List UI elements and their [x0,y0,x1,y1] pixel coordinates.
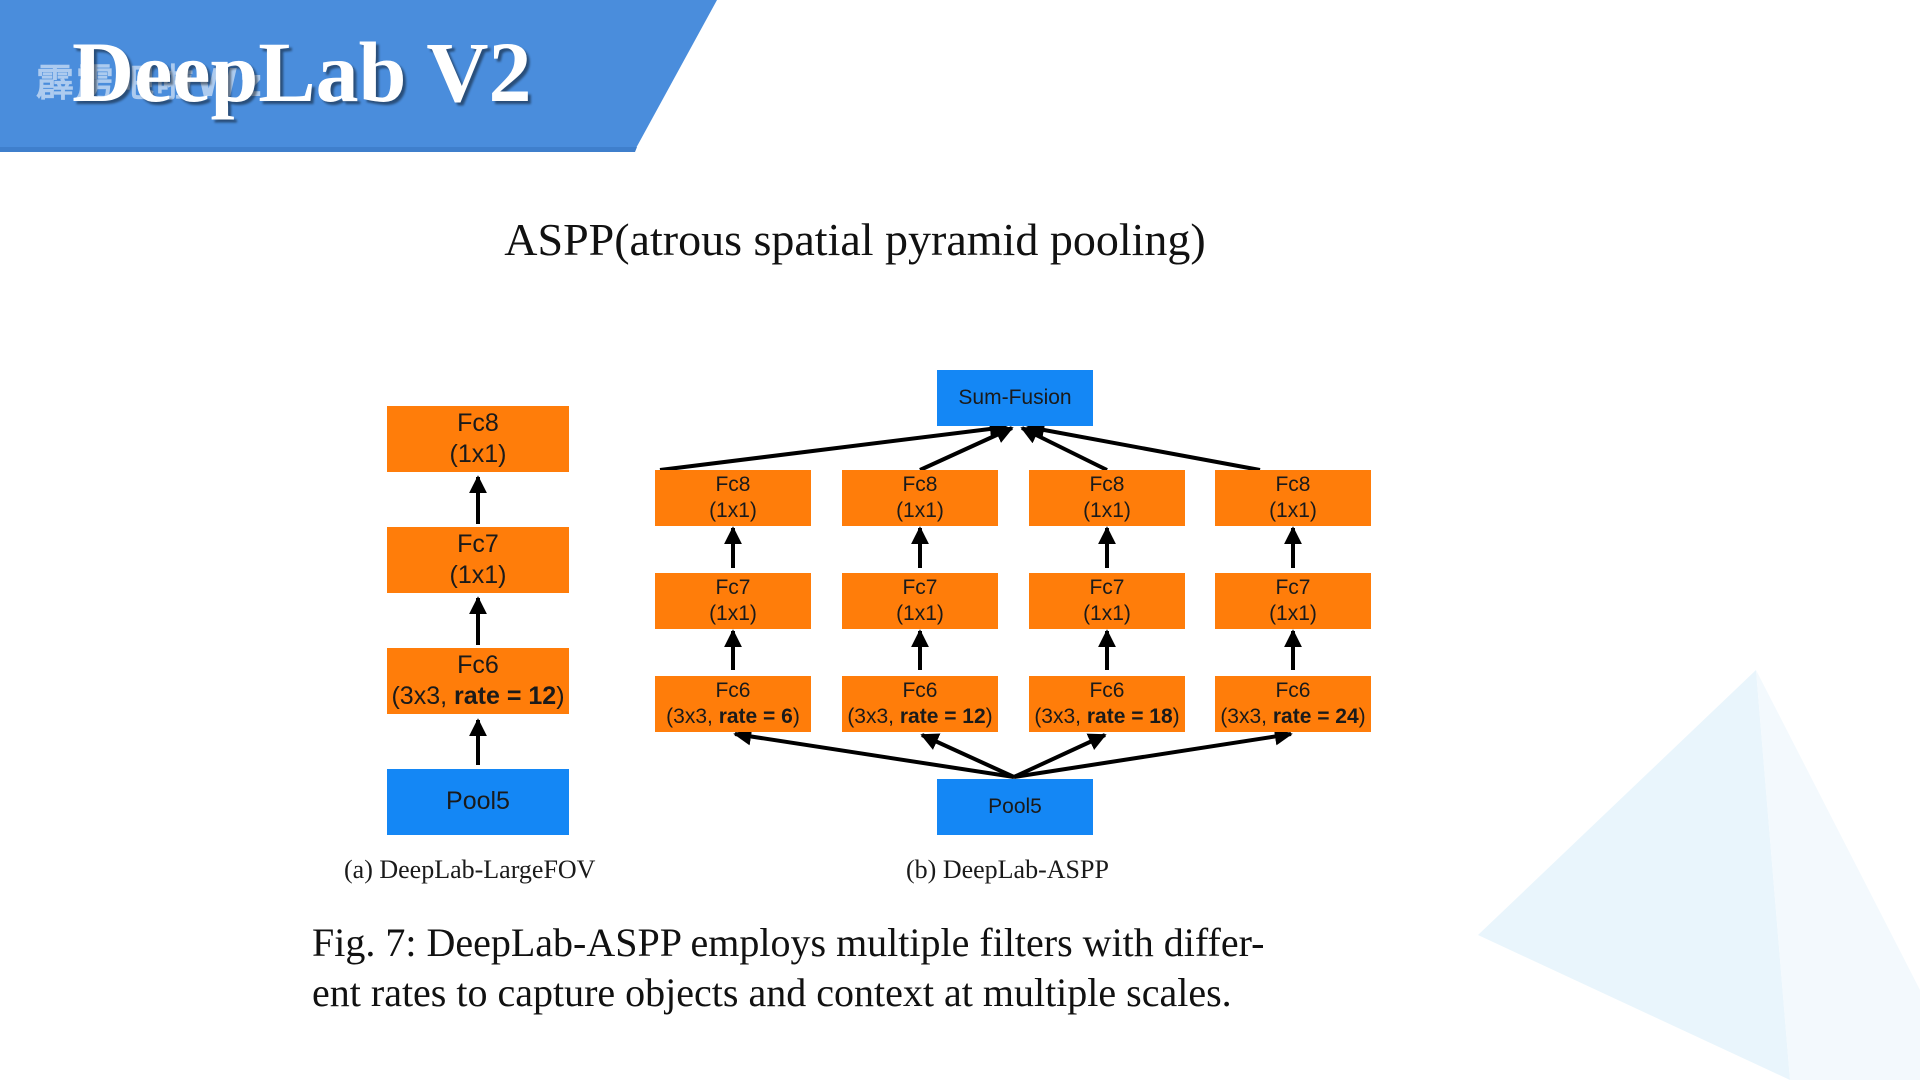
a-pool5-label: Pool5 [446,787,510,816]
b-sum-fusion-label: Sum-Fusion [958,385,1072,409]
b1-fc8-detail: (1x1) [709,499,757,522]
b1-fc6-name: Fc6 [715,678,751,702]
b3-fc6-detail: (3x3, rate = 18) [1034,705,1180,728]
b3-fc7-box: Fc7 (1x1) [1029,573,1185,629]
b1-fc8-box: Fc8 (1x1) [655,470,811,526]
arrow-b-pool-fc6-3 [1013,733,1107,779]
b2-fc8-name: Fc8 [902,472,938,496]
b3-fc8-box: Fc8 (1x1) [1029,470,1185,526]
b4-fc7-detail: (1x1) [1269,602,1317,625]
b2-fc7-name: Fc7 [902,575,938,599]
a-fc6-detail: (3x3, rate = 12) [391,682,565,710]
a-fc6-box: Fc6 (3x3, rate = 12) [387,648,569,714]
a-fc7-box: Fc7 (1x1) [387,527,569,593]
figure-caption-line2: ent rates to capture objects and context… [312,970,1232,1015]
b1-fc6-detail: (3x3, rate = 6) [666,705,800,728]
b4-fc8-box: Fc8 (1x1) [1215,470,1371,526]
b3-fc7-detail: (1x1) [1083,602,1131,625]
b-sum-fusion-box: Sum-Fusion [937,370,1093,426]
b4-fc8-name: Fc8 [1275,472,1311,496]
b2-fc8-detail: (1x1) [896,499,944,522]
b2-fc7-box: Fc7 (1x1) [842,573,998,629]
b2-fc8-box: Fc8 (1x1) [842,470,998,526]
figure-caption: Fig. 7: DeepLab-ASPP employs multiple fi… [312,918,1264,1018]
b4-fc6-detail: (3x3, rate = 24) [1220,705,1366,728]
a-fc7-detail: (1x1) [449,561,507,589]
b3-fc8-name: Fc8 [1089,472,1125,496]
arrow-b2-fc8-sum [919,426,1014,472]
b-pool5-label: Pool5 [988,794,1042,818]
arrow-b-pool-fc6-1 [733,727,1015,779]
b4-fc6-box: Fc6 (3x3, rate = 24) [1215,676,1371,732]
a-fc6-name: Fc6 [457,650,499,679]
b3-fc6-box: Fc6 (3x3, rate = 18) [1029,676,1185,732]
b1-fc7-detail: (1x1) [709,602,757,625]
b1-fc8-name: Fc8 [715,472,751,496]
b-pool5-box: Pool5 [937,779,1093,835]
slide-subtitle: ASPP(atrous spatial pyramid pooling) [504,214,1206,265]
a-fc8-name: Fc8 [457,408,499,437]
a-pool5-box: Pool5 [387,769,569,835]
a-fc8-box: Fc8 (1x1) [387,406,569,472]
b3-fc7-name: Fc7 [1089,575,1125,599]
a-fc7-name: Fc7 [457,529,499,558]
b1-fc6-box: Fc6 (3x3, rate = 6) [655,676,811,732]
b4-fc7-name: Fc7 [1275,575,1311,599]
arrow-b-pool-fc6-2 [920,733,1015,779]
arrow-b-pool-fc6-4 [1013,727,1293,779]
watermark-text: 霹雳吧啦Wz [36,61,265,105]
b3-fc6-name: Fc6 [1089,678,1125,702]
b3-fc8-detail: (1x1) [1083,499,1131,522]
b4-fc7-box: Fc7 (1x1) [1215,573,1371,629]
figure-caption-line1: Fig. 7: DeepLab-ASPP employs multiple fi… [312,920,1265,965]
b1-fc7-name: Fc7 [715,575,751,599]
b2-fc6-detail: (3x3, rate = 12) [847,705,993,728]
b2-fc6-name: Fc6 [902,678,938,702]
b2-fc6-box: Fc6 (3x3, rate = 12) [842,676,998,732]
slide-title: DeepLab V2 [72,24,532,120]
caption-b: (b) DeepLab-ASPP [906,855,1109,884]
caption-a: (a) DeepLab-LargeFOV [344,855,596,884]
b1-fc7-box: Fc7 (1x1) [655,573,811,629]
b4-fc8-detail: (1x1) [1269,499,1317,522]
header-banner: 霹雳吧啦Wz DeepLab V2 [0,0,1920,160]
banner-shape [0,0,717,152]
arrow-b4-fc8-sum [1026,421,1261,472]
a-fc8-detail: (1x1) [449,440,507,468]
b2-fc7-detail: (1x1) [896,602,944,625]
b4-fc6-name: Fc6 [1275,678,1311,702]
arrow-b1-fc8-sum [659,420,1008,472]
